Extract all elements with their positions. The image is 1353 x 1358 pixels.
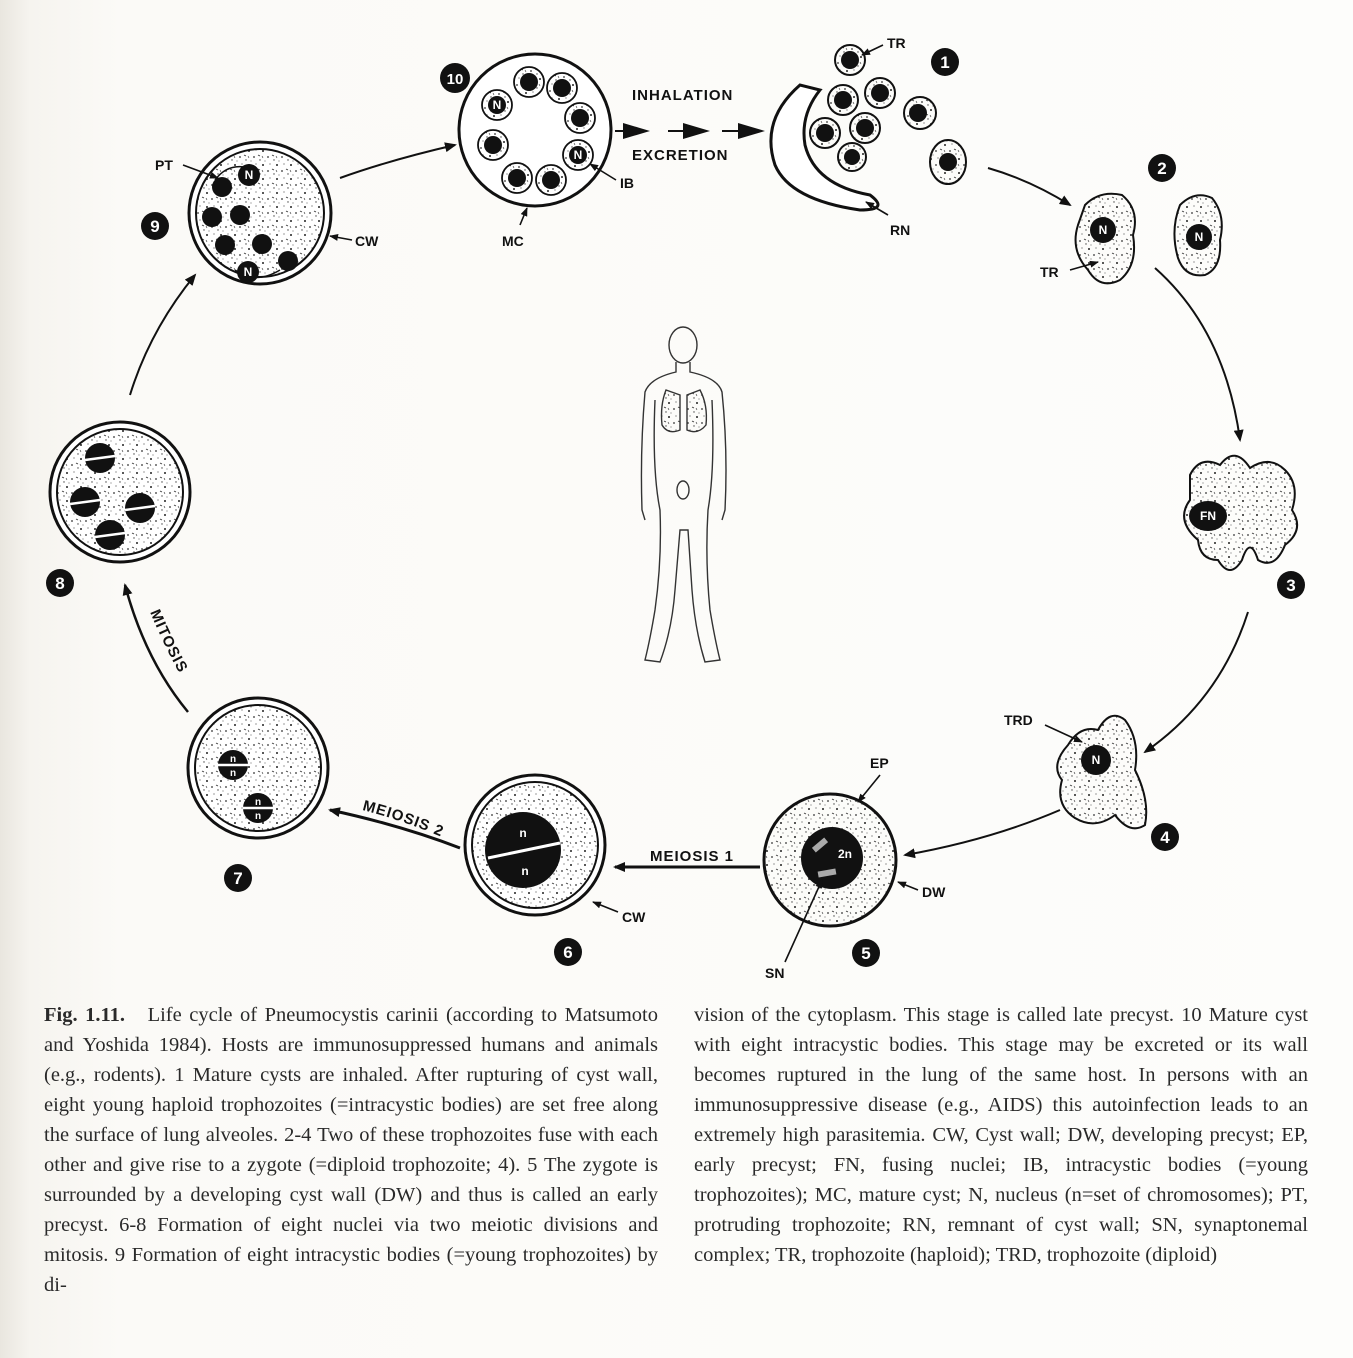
diploid-label: 2n (838, 847, 852, 861)
caption-text-left: Life cycle of Pneumocystis carinii (acco… (44, 1004, 658, 1296)
svg-text:7: 7 (233, 869, 242, 888)
stage-number-1: 1 (931, 48, 959, 76)
stage-3-fusing-trophozoites: FN (1184, 456, 1297, 570)
label-sn: SN (765, 965, 784, 981)
label-tr: TR (1040, 264, 1059, 280)
stage-number-3: 3 (1277, 571, 1305, 599)
stage-4-diploid-trophozoite: N (1057, 716, 1146, 829)
stage-number-9: 9 (141, 212, 169, 240)
nucleus-label: N (1092, 753, 1101, 767)
nucleus-label: N (493, 98, 502, 112)
cell (810, 118, 840, 148)
stage-number-7: 7 (224, 864, 252, 892)
svg-text:8: 8 (55, 574, 64, 593)
human-host-figure (641, 327, 726, 662)
stage-6-cyst: n n (465, 775, 605, 915)
svg-text:3: 3 (1286, 576, 1295, 595)
svg-text:2: 2 (1157, 159, 1166, 178)
stage-8-cyst (50, 422, 190, 562)
label-cw: CW (622, 909, 646, 925)
stage-number-2: 2 (1148, 154, 1176, 182)
haploid-label: n (230, 754, 236, 765)
label-tr: TR (887, 35, 906, 51)
haploid-label: n (230, 768, 236, 779)
cell (835, 45, 865, 75)
haploid-label: n (519, 826, 526, 840)
cell (850, 113, 880, 143)
nucleus-label: N (1195, 230, 1204, 244)
label-excretion: EXCRETION (632, 147, 729, 164)
life-cycle-diagram: N N FN N 2n n n n n (0, 0, 1353, 1000)
cell (865, 78, 895, 108)
svg-text:9: 9 (150, 217, 159, 236)
caption-text-right: vision of the cytoplasm. This stage is c… (694, 1000, 1308, 1270)
cell (828, 85, 858, 115)
haploid-label: n (521, 864, 528, 878)
svg-text:1: 1 (940, 53, 949, 72)
cell (904, 97, 936, 129)
inhalation-arrows (615, 123, 765, 139)
stage-number-4: 4 (1151, 823, 1179, 851)
label-meiosis-1: MEIOSIS 1 (650, 848, 734, 865)
stage-number-5: 5 (852, 939, 880, 967)
stage-10-mature-cyst: N N (459, 54, 611, 206)
nucleus-label: N (574, 148, 583, 162)
stage-9-late-precyst: N N (189, 142, 331, 284)
haploid-label: n (255, 797, 261, 808)
cell (838, 143, 866, 171)
cell (930, 140, 966, 184)
label-pt: PT (155, 157, 173, 173)
stage-7-cyst: n n n n (188, 698, 328, 838)
haploid-label: n (255, 811, 261, 822)
label-ib: IB (620, 175, 634, 191)
stage-number-10: 10 (440, 63, 470, 93)
label-dw: DW (922, 884, 946, 900)
label-rn: RN (890, 222, 910, 238)
nucleus-label: N (245, 168, 254, 182)
stage-number-6: 6 (554, 938, 582, 966)
label-mitosis: MITOSIS (146, 607, 191, 676)
svg-text:5: 5 (861, 944, 870, 963)
stage-5-early-precyst: 2n (764, 794, 896, 926)
svg-text:6: 6 (563, 943, 572, 962)
fusing-nuclei-label: FN (1200, 509, 1216, 523)
label-ep: EP (870, 755, 889, 771)
label-inhalation: INHALATION (632, 87, 733, 104)
label-trd: TRD (1004, 712, 1033, 728)
svg-text:10: 10 (447, 71, 464, 88)
figure-number: Fig. 1.11. (44, 1004, 125, 1026)
figure-caption-left: Fig. 1.11. Life cycle of Pneumocystis ca… (44, 1000, 658, 1300)
label-mc: MC (502, 233, 524, 249)
label-cw: CW (355, 233, 379, 249)
stage-number-8: 8 (46, 569, 74, 597)
stage-2-trophozoites: N N (1076, 194, 1222, 284)
nucleus-label: N (1099, 223, 1108, 237)
svg-text:4: 4 (1160, 828, 1170, 847)
figure-caption-right: vision of the cytoplasm. This stage is c… (694, 1000, 1308, 1270)
nucleus-label: N (244, 265, 253, 279)
